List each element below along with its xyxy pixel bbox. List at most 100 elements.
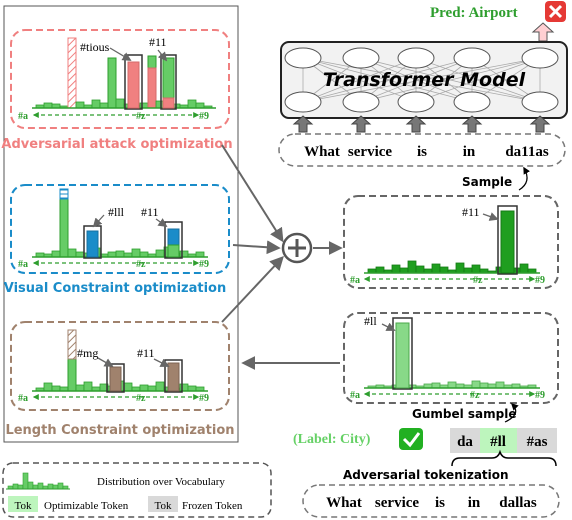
histogram-bar [67,329,77,360]
adversarial-token-b: #11 [149,35,167,49]
token-highlight-box [106,363,125,393]
histogram-bar [519,263,529,274]
histogram-bar [109,366,122,392]
svg-text:#z: #z [136,259,146,270]
visual-axis: #a #z #9 [18,259,209,270]
original-sentence: What service is in dallas [326,495,537,511]
input-tokens-border [278,133,566,167]
attention-line [302,57,541,103]
histogram-bar [51,250,61,258]
transformer-node [397,91,435,113]
adv-token: #as [527,434,548,450]
svg-text:#a: #a [350,390,360,401]
visual-panel-border [10,184,230,274]
legend-frozen-label: Frozen Token [182,500,243,512]
legend-bar [52,484,59,490]
up-arrow-icon [461,115,483,133]
adversarial-tokens: da #ll #as [450,428,557,453]
prediction-arrow-icon [531,22,555,42]
label-text: (Label: City) [293,432,371,447]
histogram-bar [415,265,425,274]
histogram-bar [431,263,441,274]
token-highlight-box [497,205,518,275]
histogram-bar [59,188,69,200]
adversarial-panel: #tious #11 #a #z #9 Adversarial attack o… [1,29,233,152]
sentence-word: What [326,495,362,511]
length-panel: #mg #11 #a #z #9 Length Constraint optim… [5,321,235,438]
histogram-bar [179,250,189,258]
up-arrow-icon [405,115,427,133]
transformer-model-box: Transformer Model [280,41,568,119]
histogram-bar [75,384,85,392]
sample-label: Sample [462,175,512,189]
gumbel-sample-label: Gumbel sample [412,407,517,421]
left-panel-frame [3,5,239,443]
svg-text:#z: #z [136,393,146,404]
adversarial-axis: #a #z #9 [18,111,209,122]
token-highlight-box [83,225,102,259]
legend-frozen-sample: Tok [155,500,172,512]
svg-text:#z: #z [136,111,146,122]
legend-optimizable-sample: Tok [15,500,32,512]
sentence-word: is [435,495,445,511]
token-highlight-box [124,54,143,110]
legend-bar [47,483,54,490]
histogram-bar [43,382,53,392]
gumbel-histogram [364,317,540,390]
input-token: is [417,144,427,160]
transformer-node [284,91,322,113]
token-highlight-box [164,221,183,259]
histogram-bar [67,37,77,109]
adv-token: #ll [490,434,506,450]
input-token: da11as [505,144,549,160]
prediction-text: Pred: Airport [430,5,518,21]
plus-circle-icon [281,232,313,264]
sampled-token: #11 [462,205,480,219]
legend-border [2,462,272,518]
input-tokens: What service is in da11as [304,144,549,160]
input-token: What [304,144,340,160]
attention-line [415,57,541,103]
histogram-bar [375,266,385,274]
svg-text:#a: #a [18,259,28,270]
original-sentence-border [302,484,560,518]
adversarial-title: Adversarial attack optimization [1,137,232,152]
legend-bar [57,482,64,490]
visual-panel: #lll #11 #a #z #9 Visual Constraint opti… [4,184,230,296]
legend-bar [27,481,34,490]
svg-text:#9: #9 [535,390,545,401]
visual-token-a: #lll [108,205,125,219]
sentence-word: in [468,495,481,511]
svg-text:#9: #9 [535,275,545,286]
histogram-bar [139,384,149,392]
legend-bar [32,484,39,490]
close-icon [545,1,566,22]
histogram-bar [155,249,165,258]
svg-text:#a: #a [350,275,360,286]
transformer-node [453,91,491,113]
histogram-bar [439,266,449,274]
sampled-panel: #11 #a #z #9 [343,195,559,289]
transformer-node [521,91,559,113]
legend-distribution: Distribution over Vocabulary [97,476,225,488]
token-highlight-box [164,359,183,393]
histogram-bar [75,101,85,109]
check-icon [399,428,423,450]
length-token-b: #11 [137,346,155,360]
length-title: Length Constraint optimization [5,423,234,438]
length-histogram [32,329,208,393]
svg-text:#9: #9 [199,393,209,404]
histogram-bar [162,97,175,109]
histogram-bar [407,260,417,274]
sentence-word: dallas [499,495,537,511]
gumbel-axis: #a #z #9 [350,390,545,401]
transformer-node [453,47,491,69]
length-token-a: #mg [77,346,98,360]
histogram-bar [391,264,401,274]
histogram-bar [131,248,141,258]
histogram-bar [500,210,515,274]
histogram-bar [455,262,465,274]
legend-bar [37,482,44,490]
length-panel-border [10,321,230,411]
